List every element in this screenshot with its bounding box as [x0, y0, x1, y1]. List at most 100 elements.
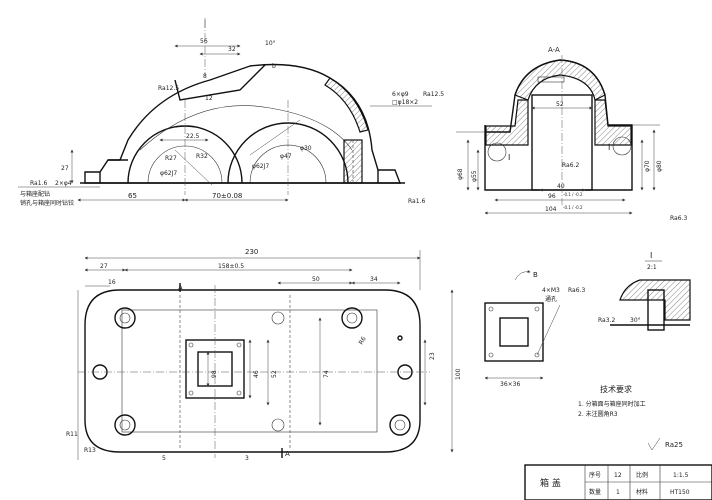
dim-phi62-1: φ62J7 — [160, 170, 177, 177]
tb-r2c3: 材料 — [636, 488, 648, 496]
top-outline — [84, 289, 421, 453]
tb-r1c3: 比例 — [636, 471, 648, 479]
title-block: 箱 盖 序号 12 比例 1:1.5 数量 1 材料 HT150 — [524, 464, 712, 500]
view-b-label: B — [533, 271, 538, 279]
rib-curve — [139, 105, 353, 151]
bolt-holes — [92, 307, 413, 436]
section-view: A-A 52 40 96 -0.1 / -0.2 104 -0.1 / -0.2… — [456, 46, 687, 222]
ra-62: Ra6.2 — [562, 162, 579, 169]
dim-56: 56 — [200, 38, 208, 45]
bolt-hole-bl — [114, 414, 136, 436]
label-I-left: I — [508, 153, 510, 162]
dim-32: 32 — [228, 46, 236, 53]
bolt-hole-br — [389, 414, 411, 436]
cover-outer — [484, 302, 544, 362]
dim-230: 230 — [245, 248, 258, 256]
dim-52-top: 52 — [271, 370, 278, 378]
cover-boss — [174, 64, 266, 101]
front-view: 56 32 10° 8 12 b 27 22.5 65 70±0.08 R27 … — [18, 18, 444, 207]
label-I-right: I — [608, 143, 610, 152]
dim-phi62-2-line — [249, 119, 301, 156]
cover-inner — [499, 317, 529, 347]
top-inner-rect — [121, 309, 378, 433]
view-b-note-2: 通孔 — [545, 295, 557, 303]
detail-slot — [647, 289, 665, 331]
tb-r2c2: 1 — [616, 489, 620, 496]
detail-hatch-main — [619, 279, 691, 321]
dim-22-5: 22.5 — [186, 133, 200, 140]
flange-steps — [99, 159, 379, 183]
dim-96-tol: -0.1 / -0.2 — [563, 192, 583, 197]
dim-r13: R13 — [84, 447, 96, 454]
section-label-a-bottom: A — [285, 450, 290, 458]
dim-70: 70±0.08 — [212, 192, 242, 200]
detail-i: I 2:1 Ra3.2 30° — [598, 251, 691, 331]
dim-96: 96 — [548, 193, 556, 200]
tb-r2c1: 数量 — [589, 488, 601, 496]
ra-63: Ra6.3 — [670, 215, 687, 222]
dim-27-top: 27 — [100, 263, 108, 270]
detail-angle: 30° — [630, 317, 641, 324]
dim-52: 52 — [556, 101, 564, 108]
part-name: 箱 盖 — [540, 477, 561, 489]
dim-158: 158±0.5 — [218, 263, 244, 270]
tech-req-item-1: 1. 分箱面与箱座同时加工 — [578, 400, 646, 408]
hole-mid-bottom — [271, 418, 285, 432]
tech-requirements: 技术要求 1. 分箱面与箱座同时加工 2. 未注圆角R3 — [578, 384, 646, 418]
dim-phi70: φ70 — [644, 160, 651, 172]
detail-title: I — [650, 251, 652, 260]
section-label-a-top: A — [178, 284, 183, 292]
detail-scale: 2:1 — [647, 264, 657, 271]
hole-mid-top — [271, 311, 285, 325]
hatch-section-left — [485, 99, 529, 146]
dim-104: 104 — [545, 206, 557, 213]
ra-top: Ra12.5 — [158, 85, 179, 92]
ra-bottom: Ra1.6 — [408, 198, 425, 205]
roughness-symbol — [647, 437, 661, 451]
dim-104-tol: -0.1 / -0.2 — [563, 205, 583, 210]
tb-r1c2: 12 — [614, 472, 622, 479]
dim-74: 74 — [323, 370, 330, 378]
boss-left-inner — [147, 145, 223, 184]
dim-100: 100 — [455, 368, 462, 380]
view-b-arrow — [514, 270, 531, 281]
dim-b: b — [272, 63, 276, 70]
dim-40: 40 — [557, 183, 565, 190]
hatch-section-top — [514, 59, 606, 101]
detail-circle-left — [487, 142, 507, 162]
hole-note: 6×φ9 — [392, 91, 409, 98]
tb-r2c4: HT150 — [670, 489, 690, 496]
dim-12: 12 — [205, 95, 213, 102]
section-outline — [484, 59, 633, 191]
detail-circle-right — [612, 136, 632, 156]
view-b-ra: Ra6.3 — [568, 287, 585, 294]
dim-3: 3 — [245, 455, 249, 462]
pin-note-3: 销孔与箱座同时钻铰 — [20, 199, 74, 207]
front-outline — [84, 63, 402, 184]
dim-98: 98 — [211, 370, 218, 378]
tech-req-item-2: 2. 未注圆角R3 — [578, 410, 618, 418]
detail-ra: Ra3.2 — [598, 317, 615, 324]
tb-r1c4: 1:1.5 — [673, 472, 689, 479]
bolt-hole-tl — [114, 307, 136, 329]
general-roughness: Ra25 — [665, 441, 683, 449]
dim-r11: R11 — [66, 431, 78, 438]
dim-46: 46 — [253, 370, 260, 378]
dim-phi62-2: φ62J7 — [252, 163, 269, 170]
ra-right: Ra12.5 — [423, 91, 444, 98]
tech-req-title: 技术要求 — [600, 384, 632, 394]
hole-note-2: □φ18×2 — [392, 99, 418, 106]
dim-5: 5 — [162, 455, 166, 462]
view-b-size: 36×36 — [500, 381, 520, 388]
dim-r32: R32 — [196, 153, 208, 160]
dim-50: 50 — [312, 276, 320, 283]
hatch-section-right — [594, 99, 632, 146]
section-slot — [537, 76, 565, 83]
dim-phi62-1-line — [174, 149, 213, 186]
dim-r27: R27 — [165, 155, 177, 162]
dim-27: 27 — [61, 165, 69, 172]
tb-r1c1: 序号 — [589, 471, 601, 479]
view-b: B 4×M3 通孔 Ra6.3 36×36 — [484, 270, 585, 388]
view-b-leader — [536, 304, 561, 356]
